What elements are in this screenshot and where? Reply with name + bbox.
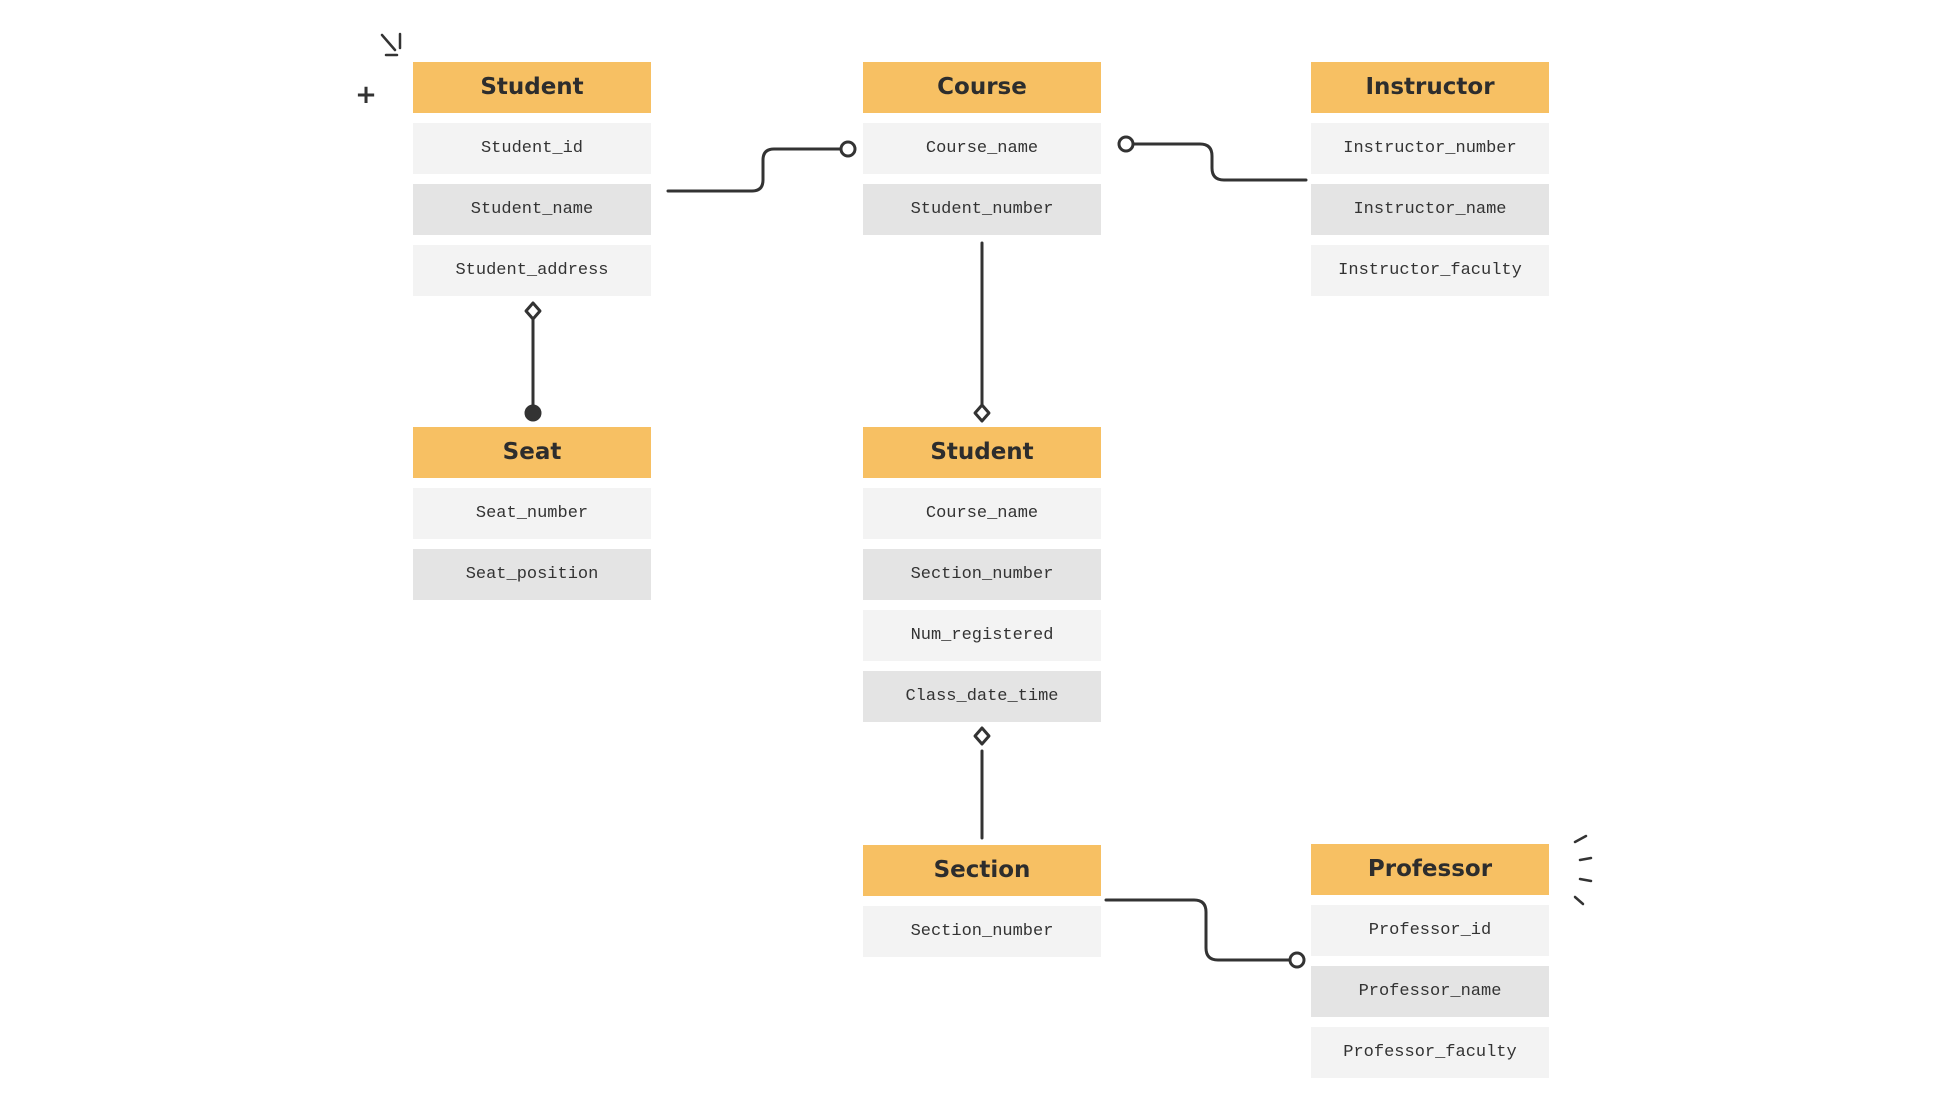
entity-student-top[interactable]: Student Student_id Student_name Student_… xyxy=(413,62,651,296)
entity-professor[interactable]: Professor Professor_id Professor_name Pr… xyxy=(1311,844,1549,1078)
attribute-row: Section_number xyxy=(863,906,1101,957)
attribute-row: Section_number xyxy=(863,549,1101,600)
attribute-row: Professor_name xyxy=(1311,966,1549,1017)
entity-section[interactable]: Section Section_number xyxy=(863,845,1101,957)
entity-header: Professor xyxy=(1311,844,1549,895)
entity-seat[interactable]: Seat Seat_number Seat_position xyxy=(413,427,651,600)
connector-end-diamond xyxy=(524,301,542,321)
sparkle-right-icon xyxy=(1573,834,1593,906)
attribute-row: Student_address xyxy=(413,245,651,296)
attribute-row: Class_date_time xyxy=(863,671,1101,722)
connector-end-circle xyxy=(839,140,857,158)
plus-mark: + xyxy=(355,80,377,110)
entity-header: Section xyxy=(863,845,1101,896)
attribute-row: Student_id xyxy=(413,123,651,174)
attribute-row: Professor_id xyxy=(1311,905,1549,956)
connector-end-circle xyxy=(1117,135,1135,153)
entity-instructor[interactable]: Instructor Instructor_number Instructor_… xyxy=(1311,62,1549,296)
attribute-row: Seat_position xyxy=(413,549,651,600)
connector-end-diamond xyxy=(973,403,991,423)
attribute-row: Student_name xyxy=(413,184,651,235)
entity-header: Student xyxy=(413,62,651,113)
entity-student-mid[interactable]: Student Course_name Section_number Num_r… xyxy=(863,427,1101,722)
attribute-row: Instructor_name xyxy=(1311,184,1549,235)
attribute-row: Instructor_faculty xyxy=(1311,245,1549,296)
connector-section-professor[interactable] xyxy=(1104,898,1292,962)
entity-header: Seat xyxy=(413,427,651,478)
attribute-row: Course_name xyxy=(863,123,1101,174)
attribute-row: Num_registered xyxy=(863,610,1101,661)
entity-header: Instructor xyxy=(1311,62,1549,113)
entity-header: Course xyxy=(863,62,1101,113)
attribute-row: Seat_number xyxy=(413,488,651,539)
connector-end-circle xyxy=(1288,951,1306,969)
sparkle-top-left-icon xyxy=(380,32,402,57)
attribute-row: Professor_faculty xyxy=(1311,1027,1549,1078)
connector-course-instructor[interactable] xyxy=(1131,142,1308,182)
connector-end-dot xyxy=(524,404,542,422)
entity-course[interactable]: Course Course_name Student_number xyxy=(863,62,1101,235)
connector-student-course[interactable] xyxy=(666,147,842,193)
entity-header: Student xyxy=(863,427,1101,478)
attribute-row: Student_number xyxy=(863,184,1101,235)
connector-end-diamond xyxy=(973,726,991,746)
attribute-row: Instructor_number xyxy=(1311,123,1549,174)
attribute-row: Course_name xyxy=(863,488,1101,539)
